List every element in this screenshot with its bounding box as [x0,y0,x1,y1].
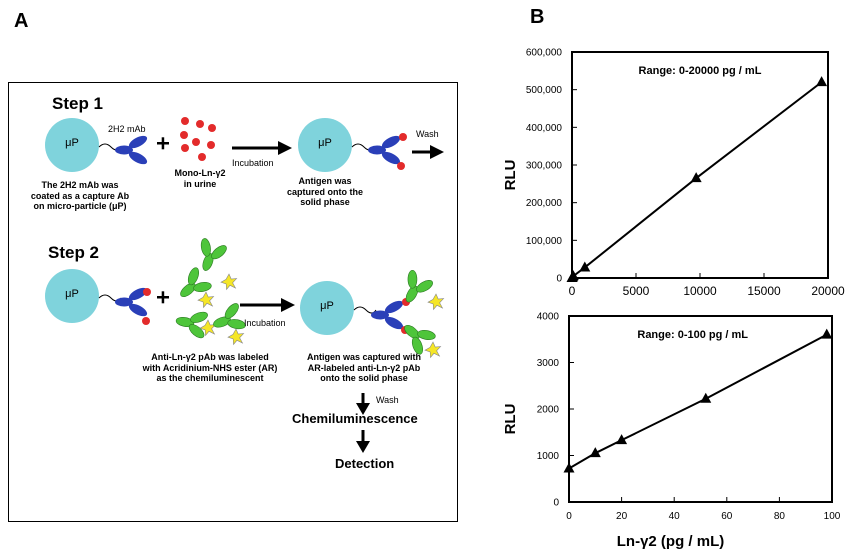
step1-caption-mid: Mono-Ln-γ2 in urine [174,168,226,189]
step1-particle-text: μP [65,137,79,149]
data-point-1 [563,462,575,473]
antigen-dots [180,117,216,161]
step2-particle-text: μP [65,288,79,300]
detection-arrow [356,430,370,453]
y-tick-label-1: 4000 [537,312,560,323]
y-tick-label-0: 600,000 [526,48,563,59]
step2-wash: Wash [376,395,399,405]
x-tick-label-0: 15000 [747,284,781,298]
data-point-0 [567,270,579,281]
x-axis-label-1: Ln-γ2 (pg / mL) [617,533,725,550]
x-tick-label-0: 0 [569,284,576,298]
y-tick-label-0: 300,000 [526,161,563,172]
data-point-0 [579,261,591,272]
x-tick-label-0: 5000 [623,284,650,298]
series-line-1 [568,333,828,470]
y-axis-label-1: RLU [502,404,519,435]
y-tick-label-1: 2000 [537,405,560,416]
data-point-0 [816,76,828,87]
step1-caption-left: The 2H2 mAb was coated as a capture Ab o… [30,180,130,211]
x-tick-label-1: 0 [566,511,572,522]
y-tick-label-1: 1000 [537,451,560,462]
chemiluminescence-label: Chemiluminescence [292,411,418,426]
wash-arrow-2 [356,393,370,415]
x-tick-label-1: 20 [616,511,628,522]
step2-particle-left [45,269,99,323]
x-tick-label-1: 60 [721,511,733,522]
step1-incubation: Incubation [232,158,274,168]
chart-title-0: Range: 0-20000 pg / mL [639,65,762,77]
y-axis-label-0: RLU [502,160,519,191]
wash-arrow-1 [412,145,444,159]
incubation-arrow-2 [240,298,295,312]
step2-title: Step 2 [48,243,100,262]
step1-particle-text-right: μP [318,137,332,149]
x-tick-label-0: 20000 [811,284,845,298]
step1-caption-right: Antigen was captured onto the solid phas… [287,176,363,207]
incubation-arrow-1 [232,141,292,155]
step2-caption-mid: Anti-Ln-γ2 pAb was labeled with Acridini… [142,352,278,383]
plus-sign-1 [157,137,169,150]
x-tick-label-1: 80 [774,511,786,522]
panel-a-frame [8,82,458,522]
panel-a-letter: A [14,10,29,32]
step2-caption-right: Antigen was captured with AR-labeled ant… [306,352,421,383]
data-point-1 [616,434,628,445]
step2-particle-right [300,281,354,335]
data-point-1 [821,328,833,339]
antibody-label: 2H2 mAb [108,124,146,134]
plus-sign-2 [157,291,169,304]
y-tick-label-1: 3000 [537,358,560,369]
x-tick-label-1: 40 [669,511,681,522]
x-tick-label-1: 100 [824,511,841,522]
chart-frame-0 [571,51,829,279]
step1-wash: Wash [416,129,439,139]
chart-title-1: Range: 0-100 pg / mL [637,329,748,341]
data-point-1 [700,392,712,403]
y-tick-label-0: 400,000 [526,123,563,134]
chart-frame-1 [568,315,833,503]
y-tick-label-0: 500,000 [526,85,563,96]
assay-schematic [45,117,444,453]
x-tick-label-0: 10000 [683,284,717,298]
y-tick-label-0: 200,000 [526,198,563,209]
step2-incubation: Incubation [244,318,286,328]
detection-label: Detection [335,456,395,471]
y-tick-label-1: 0 [553,498,559,509]
step2-particle-text-right: μP [320,300,334,312]
step1-particle-left [45,118,99,172]
data-point-1 [589,447,601,458]
data-point-0 [690,172,702,183]
y-tick-label-0: 0 [556,274,562,285]
step1-particle-right [298,118,352,172]
panel-b-letter: B [530,6,545,28]
y-tick-label-0: 100,000 [526,236,563,247]
step1-title: Step 1 [52,94,104,113]
